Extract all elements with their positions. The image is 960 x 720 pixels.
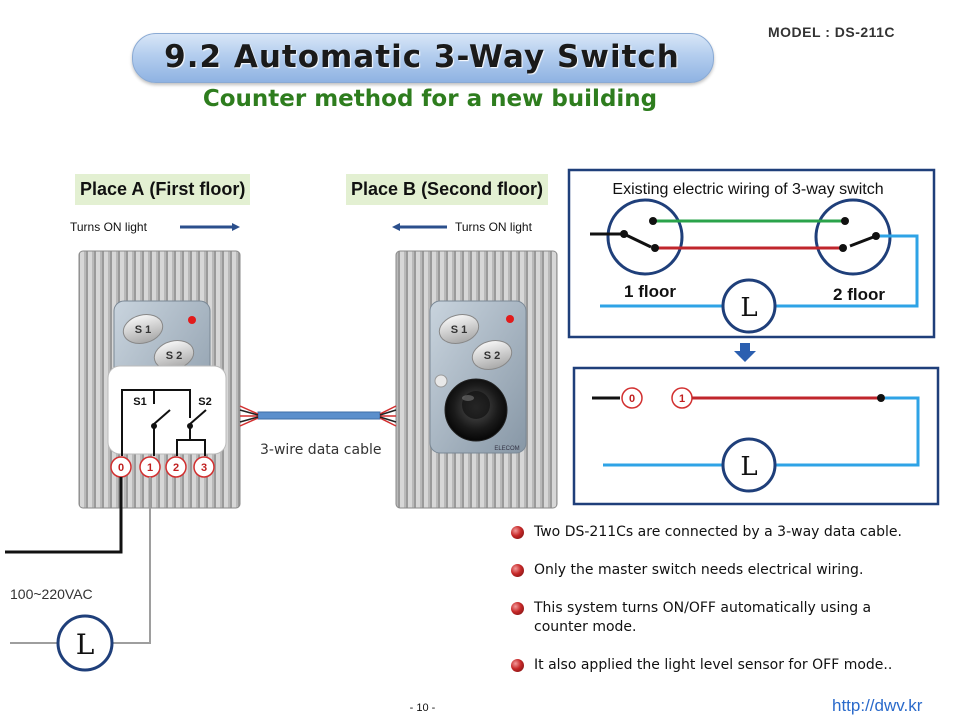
bullet-item: It also applied the light level sensor f…: [534, 657, 893, 673]
new-lamp-label: L: [740, 452, 757, 482]
svg-text:0: 0: [118, 462, 124, 474]
svg-text:1: 1: [147, 462, 153, 474]
page-subtitle: Counter method for a new building: [202, 86, 658, 112]
switch-b-button-s1[interactable]: S 1: [436, 310, 482, 347]
circuit-s2-label: S2: [198, 396, 211, 408]
switch-b-s2-label: S 2: [484, 350, 501, 362]
bullet-item: Two DS-211Cs are connected by a 3-way da…: [534, 524, 902, 540]
floor1-label: 1 floor: [624, 282, 676, 301]
arrow-left-icon: [392, 223, 447, 231]
existing-diagram-title: Existing electric wiring of 3-way switch: [612, 181, 883, 198]
arrow-right-icon: [180, 223, 240, 231]
existing-lamp-label: L: [740, 293, 757, 323]
switch-b-button-s2[interactable]: S 2: [469, 336, 515, 373]
page-number: - 10 -: [409, 702, 436, 714]
bullet-icon: [511, 564, 524, 577]
place-b-turns-on: Turns ON light: [455, 220, 532, 234]
bullet-icon: [511, 602, 524, 615]
circuit-s1-label: S1: [133, 396, 146, 408]
place-a-label: Place A (First floor): [75, 174, 251, 205]
switch-a-button-s2[interactable]: S 2: [151, 336, 197, 373]
switch-a-button-s1[interactable]: S 1: [120, 310, 166, 347]
light-sensor-icon: [444, 378, 508, 442]
place-a-floor: (First floor): [149, 179, 246, 199]
switch-b-brand: ELECOM: [494, 446, 519, 452]
place-a-name: Place A: [80, 179, 145, 199]
switch-a-s1-label: S 1: [135, 324, 152, 336]
place-b-floor: (Second floor): [421, 179, 544, 199]
place-b-name: Place B: [351, 179, 417, 199]
place-a-turns-on: Turns ON light: [70, 220, 147, 234]
title-banner: [132, 33, 714, 83]
switch-a-circuit-inset: S1 S2: [107, 365, 227, 456]
terminal-2: 2: [165, 456, 187, 478]
bullet-icon: [511, 659, 524, 672]
lamp-label: L: [76, 628, 95, 661]
new-terminal-1: 1: [679, 393, 685, 405]
new-wiring-diagram: 0 1 L: [572, 366, 940, 506]
data-cable: [239, 405, 397, 427]
arrow-down-icon: [734, 343, 756, 362]
new-terminal-0: 0: [629, 393, 635, 405]
existing-wiring-diagram: Existing electric wiring of 3-way switch…: [567, 168, 936, 339]
svg-text:2: 2: [173, 462, 179, 474]
website-link[interactable]: http://dwv.kr: [832, 696, 923, 715]
model-label: MODEL : DS-211C: [768, 24, 896, 40]
page-title: 9.2 Automatic 3-Way Switch: [164, 39, 680, 75]
lamp-icon: L: [56, 614, 114, 672]
switch-b-s1-label: S 1: [451, 324, 468, 336]
voltage-label: 100~220VAC: [10, 586, 93, 602]
bullet-item: Only the master switch needs electrical …: [534, 562, 864, 578]
place-b-label: Place B (Second floor): [346, 174, 549, 205]
terminal-3: 3: [193, 456, 215, 478]
bullet-icon: [511, 526, 524, 539]
power-wiring: [5, 477, 151, 644]
bullet-item: This system turns ON/OFF automatically u…: [534, 600, 872, 635]
terminal-0: 0: [110, 456, 132, 478]
cable-label: 3-wire data cable: [260, 442, 382, 458]
switch-a-s2-label: S 2: [166, 350, 183, 362]
svg-text:3: 3: [201, 462, 207, 474]
floor2-label: 2 floor: [833, 285, 885, 304]
terminal-1: 1: [139, 456, 161, 478]
